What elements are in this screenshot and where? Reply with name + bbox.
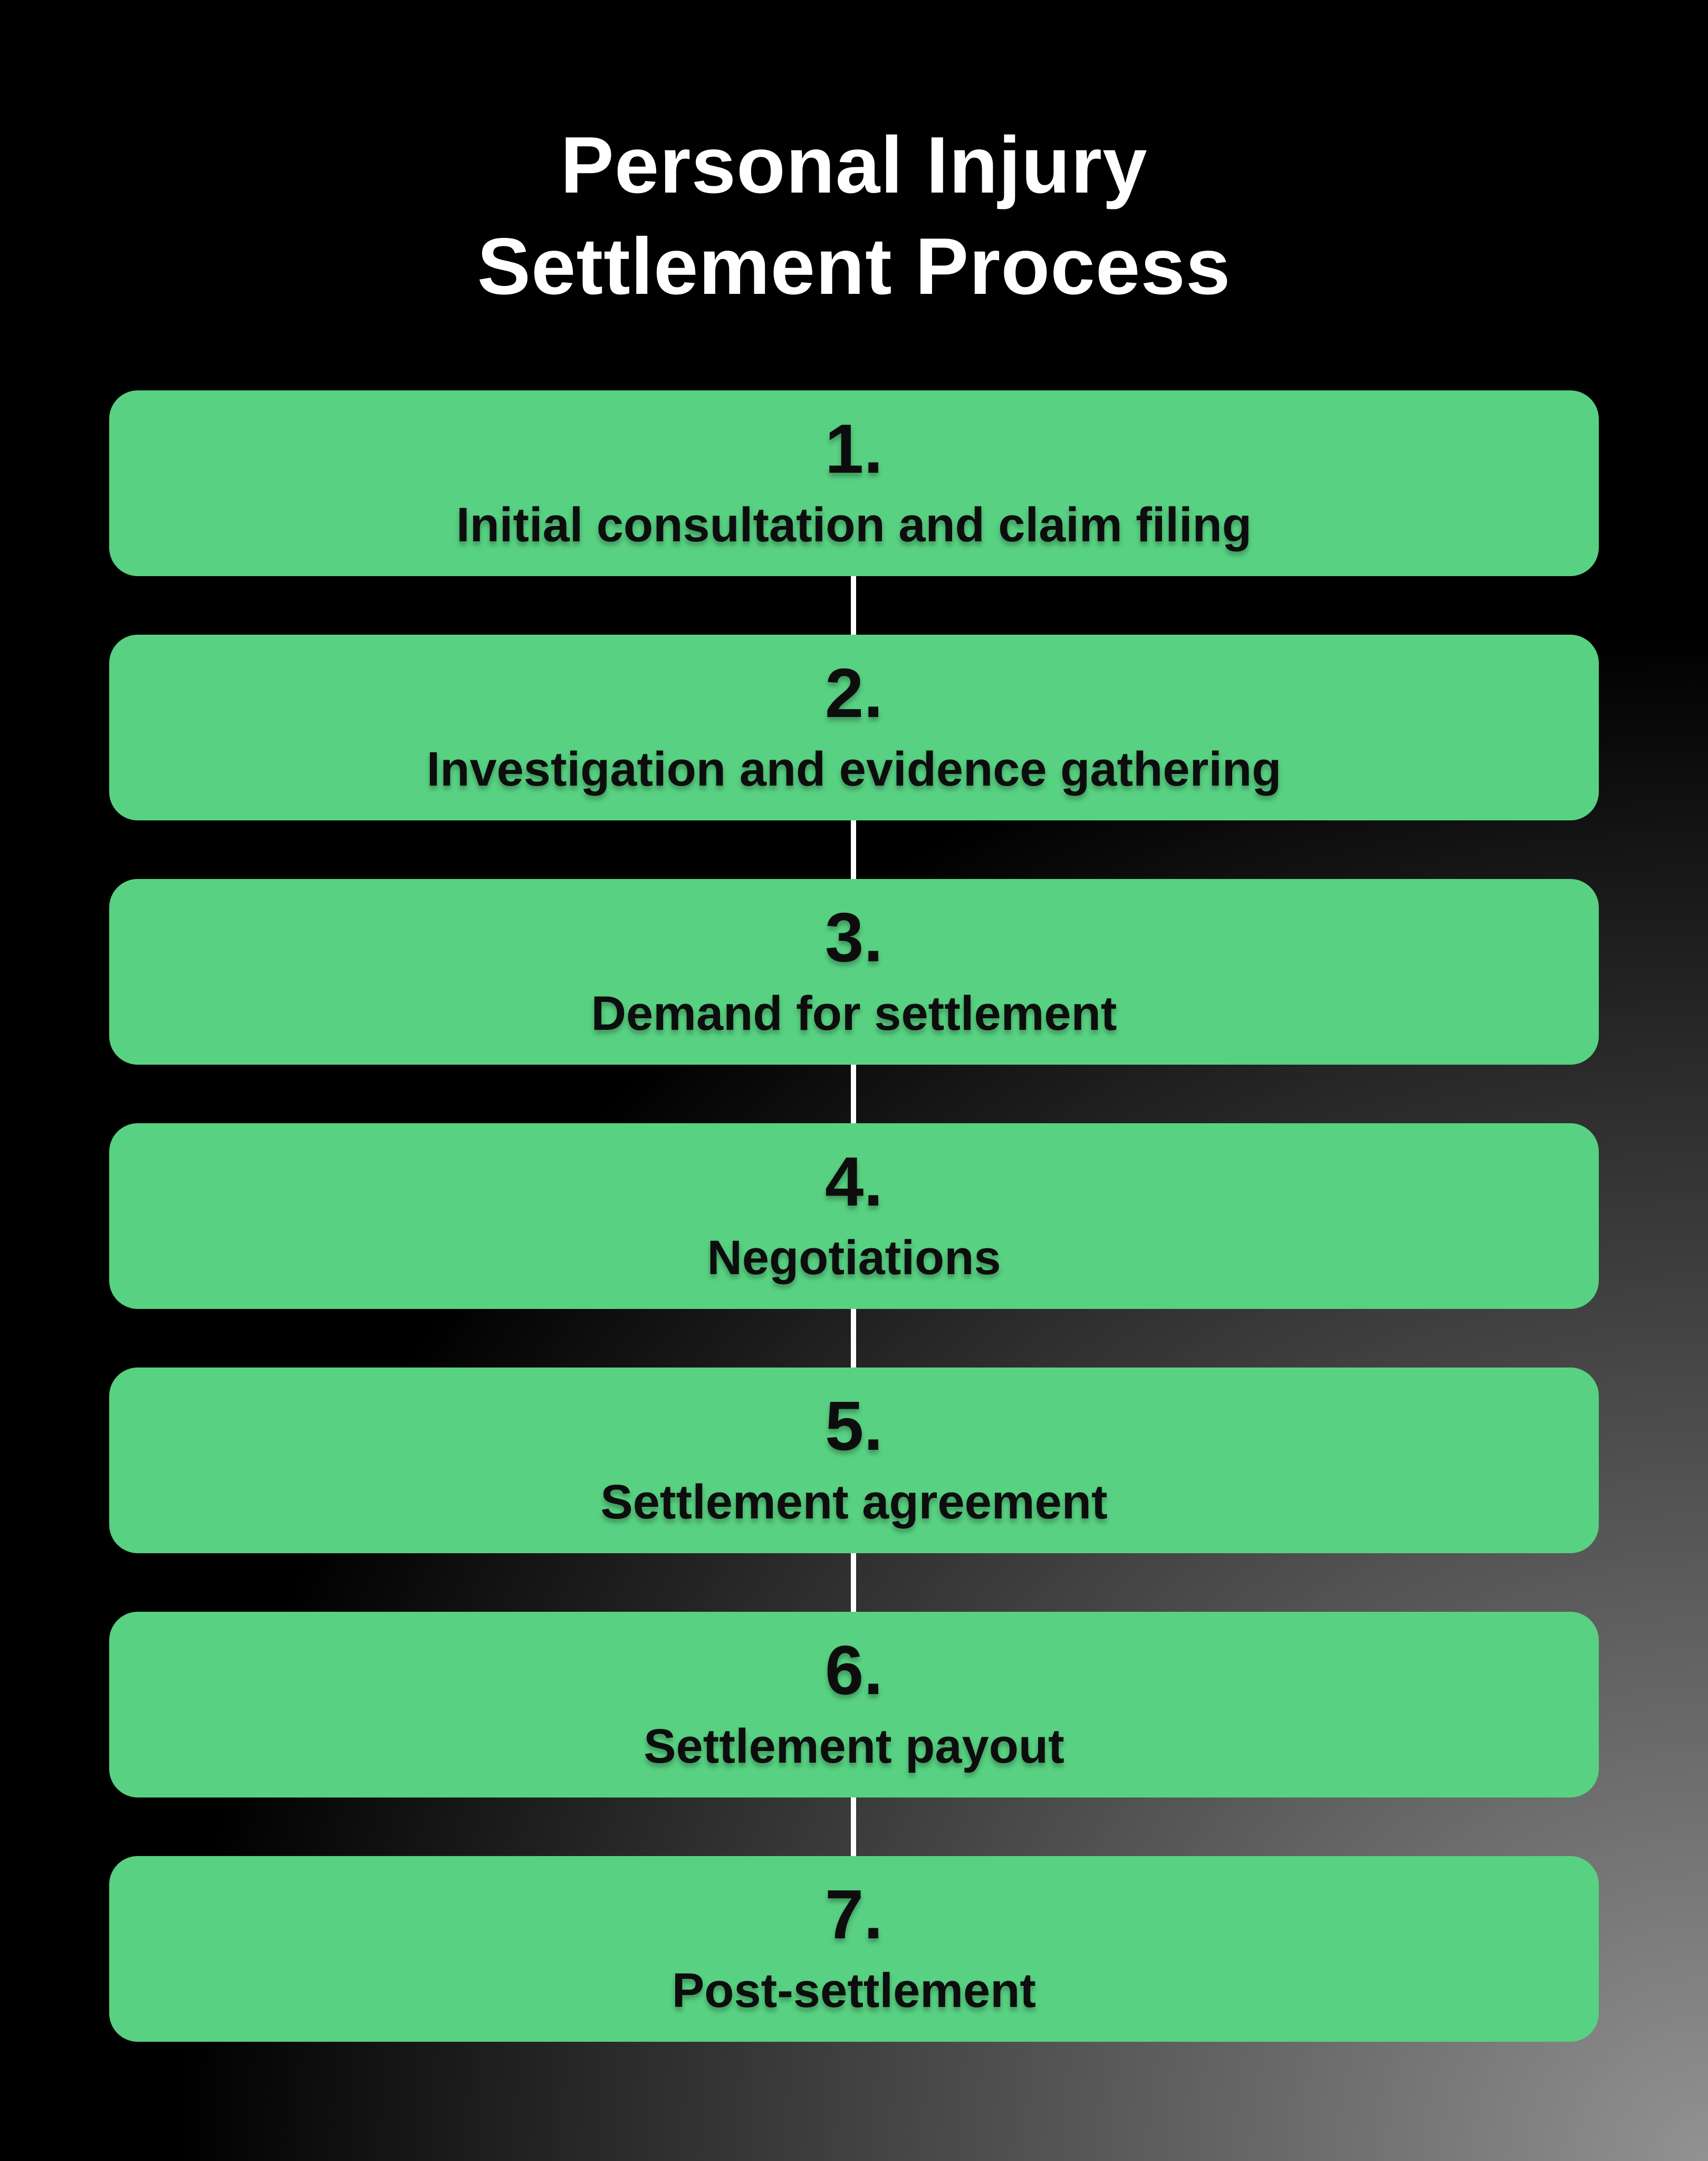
connector-line-5-6 (851, 1552, 856, 1612)
step-card-7: 7. Post-settlement (109, 1856, 1599, 2042)
step-number: 3. (824, 898, 884, 977)
step-number: 7. (824, 1876, 884, 1954)
step-label: Demand for settlement (591, 987, 1117, 1041)
step-label: Post-settlement (671, 1964, 1037, 2018)
step-number: 2. (824, 654, 884, 732)
step-number: 5. (824, 1387, 884, 1465)
step-number: 1. (824, 410, 884, 488)
step-label: Settlement payout (644, 1719, 1064, 1774)
step-label: Initial consultation and claim filing (456, 498, 1252, 552)
step-card-2: 2. Investigation and evidence gathering (109, 635, 1599, 820)
step-card-5: 5. Settlement agreement (109, 1368, 1599, 1553)
connector-line-2-3 (851, 819, 856, 879)
connector-line-3-4 (851, 1064, 856, 1123)
page-title-line2: Settlement Process (477, 221, 1231, 311)
step-card-3: 3. Demand for settlement (109, 879, 1599, 1065)
step-card-4: 4. Negotiations (109, 1123, 1599, 1309)
connector-line-4-5 (851, 1308, 856, 1368)
connector-line-6-7 (851, 1796, 856, 1856)
step-label: Settlement agreement (600, 1475, 1108, 1529)
step-label: Negotiations (707, 1231, 1001, 1285)
step-number: 4. (824, 1143, 884, 1221)
step-card-1: 1. Initial consultation and claim filing (109, 390, 1599, 576)
connector-line-1-2 (851, 575, 856, 635)
page-title-line1: Personal Injury (560, 120, 1148, 210)
step-card-6: 6. Settlement payout (109, 1612, 1599, 1797)
step-number: 6. (824, 1631, 884, 1709)
page-title: Personal Injury Settlement Process (0, 115, 1708, 317)
step-label: Investigation and evidence gathering (426, 742, 1282, 797)
